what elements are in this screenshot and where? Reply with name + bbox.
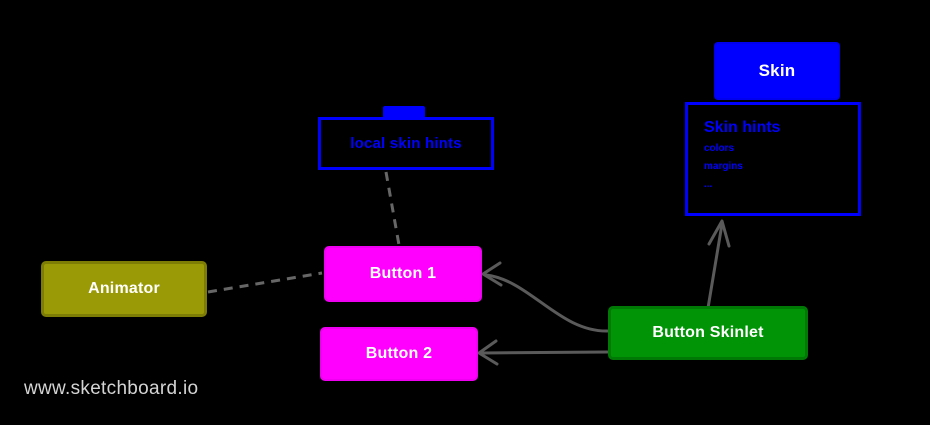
node-button-2[interactable]: Button 2 xyxy=(320,327,478,381)
node-skin-label: Skin xyxy=(758,61,796,80)
node-skin-hints[interactable]: Skin hints colors margins ... xyxy=(685,102,861,216)
node-button-skinlet[interactable]: Button Skinlet xyxy=(608,306,808,360)
node-animator[interactable]: Animator xyxy=(41,261,207,317)
node-button-1-label: Button 1 xyxy=(369,265,437,282)
watermark: www.sketchboard.io xyxy=(24,378,199,399)
edge-button-skinlet-to-button-1 xyxy=(484,273,611,333)
node-skin-hints-title: Skin hints xyxy=(704,119,781,136)
node-local-skin-hints-label: local skin hints xyxy=(350,135,462,152)
node-skin[interactable]: Skin xyxy=(714,42,840,100)
edge-button-skinlet-to-button-1-arrowhead xyxy=(481,261,503,287)
node-local-skin-hints-tab xyxy=(383,106,425,118)
node-local-skin-hints[interactable]: local skin hints xyxy=(318,117,494,170)
node-button-2-label: Button 2 xyxy=(365,345,433,362)
edge-button-skinlet-to-skin-hints xyxy=(706,222,724,310)
node-button-1[interactable]: Button 1 xyxy=(324,246,482,302)
edge-animator-to-button-1 xyxy=(207,271,323,294)
edge-button-skinlet-to-button-2-arrowhead xyxy=(477,339,499,366)
node-animator-label: Animator xyxy=(88,280,160,297)
edge-button-skinlet-to-skin-hints-arrowhead xyxy=(707,219,731,248)
node-skin-hints-item-margins: margins xyxy=(704,161,743,172)
node-skin-hints-item-ellipsis: ... xyxy=(704,179,713,190)
edge-local-skin-hints-to-button-1 xyxy=(384,171,401,246)
node-button-skinlet-label: Button Skinlet xyxy=(652,324,764,341)
node-skin-hints-item-colors: colors xyxy=(704,143,735,154)
edge-button-skinlet-to-button-2 xyxy=(480,350,610,355)
